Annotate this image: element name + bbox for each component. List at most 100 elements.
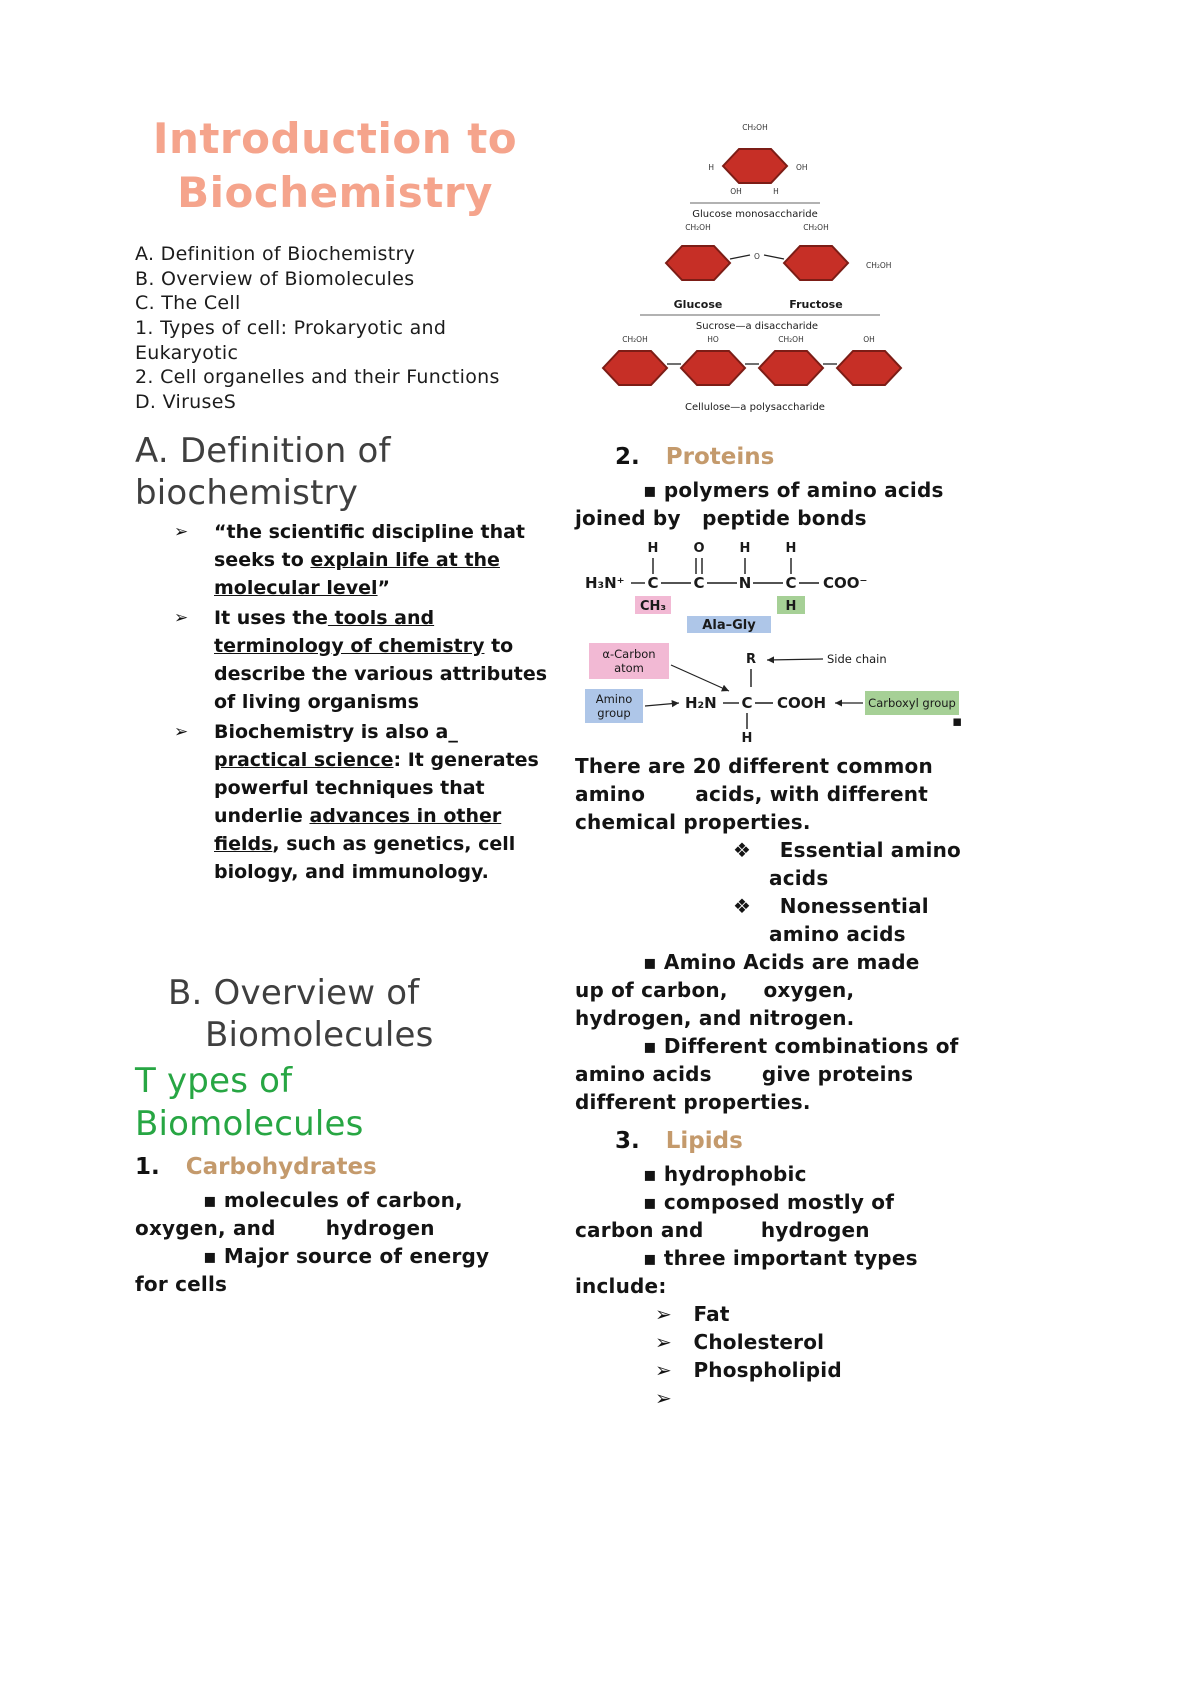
- cellulose-ring: [680, 350, 746, 386]
- lipids-heading: 3. Lipids: [575, 1126, 1005, 1156]
- outline-item: 1. Types of cell: Prokaryotic and Eukary…: [135, 317, 447, 364]
- h-highlight-box: [777, 596, 805, 614]
- text-line: ▪ Amino Acids are made: [643, 950, 920, 974]
- text-line: different properties.: [575, 1090, 811, 1114]
- h-atom: H: [786, 541, 797, 556]
- text-segment: practical science: [214, 749, 394, 771]
- side-chain-label: Side chain: [827, 652, 887, 666]
- text-line: amino acids give proteins: [575, 1062, 914, 1086]
- carbohydrate-structures-figure: CH₂OH H OH OH H Glucose monosaccharide C…: [602, 123, 902, 413]
- carbohydrates-number: 1.: [135, 1154, 160, 1180]
- c-atom: C: [693, 574, 704, 592]
- oh-label: OH: [796, 163, 808, 172]
- text-line: amino acids, with different: [575, 782, 928, 806]
- text-segment: It uses the: [214, 607, 328, 629]
- text-line: for cells: [135, 1272, 228, 1296]
- ala-gly-structure-figure: H₃N⁺ H C O C H N H C COO⁻ CH₃ H Ala–Gly: [585, 541, 867, 633]
- text-segment: tools and terminology of chemistry: [214, 607, 485, 657]
- proteins-title: Proteins: [665, 444, 775, 470]
- text-line: ▪ molecules of carbon,: [203, 1188, 463, 1212]
- text-line: chemical properties.: [575, 810, 811, 834]
- proteins-number: 2.: [615, 444, 640, 470]
- text-line: ▪ Major source of energy: [203, 1244, 490, 1268]
- ch2oh-label: CH₂OH: [742, 123, 767, 132]
- text-line: acids: [769, 866, 829, 890]
- h3n-label: H₃N⁺: [585, 574, 625, 592]
- text-segment: advances in other fields: [214, 805, 502, 855]
- r-group-label: R: [746, 652, 756, 667]
- oh-label: OH: [730, 187, 742, 196]
- ala-gly-label-box: [687, 616, 771, 633]
- text-line: ➢ Cholesterol: [655, 1330, 825, 1354]
- h2n-label: H₂N: [685, 694, 717, 712]
- glucose-ring: [722, 148, 788, 184]
- ch3-label: CH₃: [640, 599, 666, 614]
- text-segment: explain life at the molecular level: [214, 549, 500, 599]
- coo-label: COO⁻: [823, 574, 867, 592]
- glucose-ring: [665, 245, 731, 281]
- ala-gly-label: Ala–Gly: [702, 618, 756, 633]
- definition-bullet: ➢ “the scientific discipline that seeks …: [172, 518, 554, 602]
- types-heading: T ypes of Biomolecules: [135, 1060, 535, 1146]
- outline-list: A. Definition of Biochemistry B. Overvie…: [135, 242, 535, 415]
- text-line: hydrogen, and nitrogen.: [575, 1006, 855, 1030]
- oh-label: OH: [863, 335, 875, 344]
- outline-item: 2. Cell organelles and their Functions: [135, 366, 500, 389]
- fructose-label: Fructose: [789, 298, 842, 311]
- h-atom: H: [648, 541, 659, 556]
- text-line: ▪ hydrophobic: [643, 1162, 807, 1186]
- monosaccharide-caption: Glucose monosaccharide: [692, 209, 818, 220]
- text-segment: , such as genetics, cell biology, and im…: [214, 833, 516, 883]
- ch3-highlight-box: [635, 596, 671, 614]
- text-line: amino acids: [769, 922, 906, 946]
- lipids-number: 3.: [615, 1128, 640, 1154]
- ch2oh-label: CH₂OH: [803, 223, 828, 232]
- main-title-line1: Introduction to: [152, 114, 518, 163]
- ho-label: HO: [707, 335, 719, 344]
- c-atom: C: [741, 694, 752, 712]
- h-atom: H: [742, 731, 753, 744]
- cooh-label: COOH: [777, 694, 826, 712]
- text-line: ❖ Nonessential: [733, 894, 929, 918]
- ch2oh-label: CH₂OH: [685, 223, 710, 232]
- h-label: H: [773, 187, 779, 196]
- polysaccharide-caption: Cellulose—a polysaccharide: [685, 402, 825, 413]
- text-segment: ”: [377, 577, 391, 599]
- o-atom: O: [693, 541, 704, 556]
- arrow-bullet-icon: ➢: [174, 608, 189, 628]
- pointer-arrow: [670, 664, 730, 692]
- bullet-text: Biochemistry is also a_ practical scienc…: [214, 721, 539, 883]
- fructose-ring: [783, 245, 849, 281]
- text-line: include:: [575, 1274, 667, 1298]
- text-line: ▪ three important types: [643, 1246, 918, 1270]
- definition-bullets: ➢ “the scientific discipline that seeks …: [172, 518, 554, 888]
- text-line: ➢ Phospholipid: [655, 1358, 842, 1382]
- outline-item: C. The Cell: [135, 292, 241, 315]
- bonds: [631, 558, 819, 584]
- text-line: oxygen, and hydrogen: [135, 1216, 435, 1240]
- definition-bullet: ➢ Biochemistry is also a_ practical scie…: [172, 718, 554, 886]
- section-b-heading: B. Overview of Biomolecules: [168, 972, 568, 1056]
- n-atom: N: [739, 574, 752, 592]
- text-line: ▪ Different combinations of: [643, 1034, 959, 1058]
- amino-group-label-line1: Amino: [596, 692, 633, 706]
- c-atom: C: [647, 574, 658, 592]
- arrow-bullet-icon: ➢: [174, 522, 189, 542]
- amino-group-label-line2: group: [597, 706, 630, 720]
- lipids-title: Lipids: [665, 1128, 743, 1154]
- square-bullet-icon: ▪: [952, 712, 963, 730]
- text-line: ➢ Fat: [655, 1302, 730, 1326]
- arrow-bullet-icon: ➢: [174, 722, 189, 742]
- carboxyl-group-label-box: [865, 691, 959, 715]
- proteins-heading: 2. Proteins: [575, 442, 1005, 472]
- main-title: Introduction to Biochemistry: [135, 112, 535, 220]
- main-title-line2: Biochemistry: [177, 167, 493, 217]
- pointer-arrow: [766, 656, 824, 664]
- alpha-carbon-label-box: [589, 643, 669, 679]
- bullet-text: “the scientific discipline that seeks to…: [214, 521, 525, 599]
- section-b-heading-line2: Biomolecules: [205, 1015, 434, 1056]
- text-line: ❖ Essential amino: [733, 838, 961, 862]
